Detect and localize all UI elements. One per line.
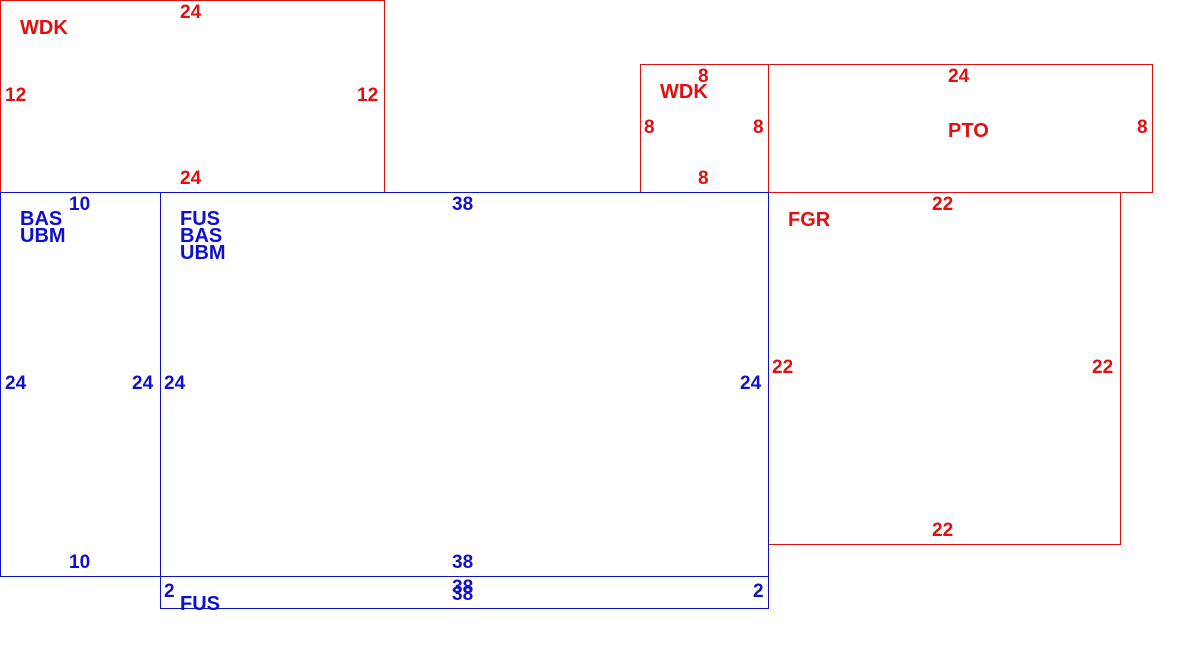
fus-main-right-dim: 24 bbox=[740, 373, 762, 394]
fgr-area bbox=[768, 192, 1121, 545]
fus-main-code-3: UBM bbox=[180, 242, 226, 264]
wdk-small-left-dim: 8 bbox=[644, 117, 655, 138]
fus-main-left-dim: 24 bbox=[164, 373, 186, 394]
wdk-large-code: WDK bbox=[20, 17, 68, 39]
fgr-top-dim: 22 bbox=[932, 194, 954, 215]
fgr-bottom-dim: 22 bbox=[932, 520, 954, 541]
fus-main-area bbox=[160, 192, 769, 577]
pto-right-dim: 8 bbox=[1137, 117, 1148, 138]
fus-main-code-2: BAS bbox=[180, 225, 223, 247]
wdk-small-bottom-dim: 8 bbox=[698, 168, 709, 189]
fus-main-bottom-dim: 38 bbox=[452, 552, 474, 573]
bas-left-left-dim: 24 bbox=[5, 373, 27, 394]
fus-strip-right-dim: 2 bbox=[753, 581, 764, 602]
bas-left-top-dim: 10 bbox=[69, 194, 91, 215]
wdk-large-right-dim: 12 bbox=[357, 85, 379, 106]
bas-left-bottom-dim: 10 bbox=[69, 552, 91, 573]
wdk-large-top-dim: 24 bbox=[180, 2, 202, 23]
fus-strip-bottom-dim: 38 bbox=[452, 584, 474, 605]
fus-strip-code: FUS bbox=[180, 593, 220, 615]
bas-left-code-1: BAS bbox=[20, 208, 63, 230]
wdk-small-right-dim: 8 bbox=[753, 117, 764, 138]
fus-strip-left-dim: 2 bbox=[164, 581, 175, 602]
bas-left-right-dim: 24 bbox=[132, 373, 154, 394]
fus-strip-top-dim: 38 bbox=[452, 577, 474, 598]
pto-code: PTO bbox=[948, 120, 989, 142]
fgr-right-dim: 22 bbox=[1092, 357, 1114, 378]
wdk-small-code: WDK bbox=[660, 81, 708, 103]
fus-main-top-dim: 38 bbox=[452, 194, 474, 215]
wdk-small-top-dim: 8 bbox=[698, 66, 709, 87]
bas-left-code-2: UBM bbox=[20, 225, 66, 247]
wdk-large-bottom-dim: 24 bbox=[180, 168, 202, 189]
fgr-left-dim: 22 bbox=[772, 357, 794, 378]
fus-main-code-1: FUS bbox=[180, 208, 220, 230]
wdk-large-left-dim: 12 bbox=[5, 85, 27, 106]
fus-strip-area bbox=[160, 576, 769, 609]
fgr-code: FGR bbox=[788, 209, 831, 231]
pto-top-dim: 24 bbox=[948, 66, 970, 87]
